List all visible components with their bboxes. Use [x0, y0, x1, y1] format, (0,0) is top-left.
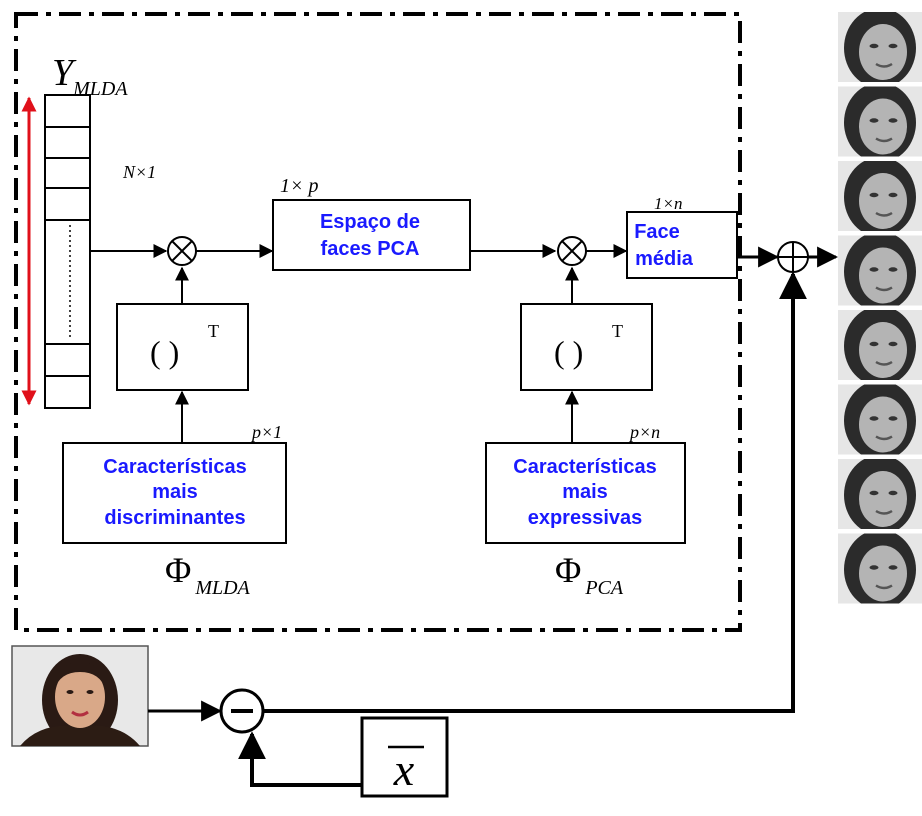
transpose-box-2	[520, 303, 653, 391]
pca-space-dim-label: 1× p	[280, 175, 319, 197]
y-mlda-label: YMLDA	[52, 52, 128, 100]
y-vector-cells	[45, 126, 90, 377]
connector-subtract-to-sum	[263, 271, 807, 713]
output-face-thumbnail	[838, 533, 922, 604]
pca-space-box	[272, 199, 471, 271]
input-face-photo	[11, 645, 149, 747]
mlda-features-line3: discriminantes	[104, 507, 245, 529]
mean-face-line1: Face	[634, 221, 680, 243]
mean-vector-symbol: x	[393, 744, 415, 795]
y-vector-dim-label: N×1	[122, 162, 156, 182]
pca-features-dim-label: p×n	[628, 422, 660, 442]
pca-features-line1: Características	[513, 456, 656, 478]
transpose-symbol-2: ( )	[554, 334, 583, 370]
pca-features-box	[485, 442, 686, 544]
output-face-thumbnail	[838, 161, 922, 231]
output-faces	[838, 12, 922, 604]
output-face-thumbnail	[838, 86, 922, 157]
multiply-node-1	[167, 236, 197, 266]
pca-features-line2: mais	[562, 481, 608, 503]
mean-face-dim-label: 1×n	[654, 194, 682, 213]
sum-node	[777, 241, 809, 273]
mean-face-box	[626, 211, 738, 279]
connector-mean-to-subtract	[238, 731, 362, 787]
mlda-features-dim-label: p×1	[250, 422, 282, 442]
mean-vector-box	[360, 716, 449, 798]
mean-face-line2: média	[635, 248, 694, 270]
output-face-thumbnail	[838, 235, 922, 306]
subtract-node	[219, 688, 265, 734]
output-face-thumbnail	[838, 459, 922, 529]
pca-space-line1: Espaço de	[320, 211, 420, 233]
transpose-symbol-1: ( )	[150, 334, 179, 370]
output-face-thumbnail	[838, 12, 922, 82]
pca-space-line2: faces PCA	[321, 238, 420, 260]
multiply-node-2	[557, 236, 587, 266]
transpose-box-1	[116, 303, 249, 391]
pca-features-line3: expressivas	[528, 507, 643, 529]
transpose-superscript-1: T	[208, 321, 219, 341]
mlda-features-box	[62, 442, 287, 544]
transpose-superscript-2: T	[612, 321, 623, 341]
dashdot-frame	[14, 12, 742, 632]
output-face-thumbnail	[838, 310, 922, 380]
y-vector-box	[44, 94, 91, 409]
output-face-thumbnail	[838, 384, 922, 455]
mlda-features-line1: Características	[103, 456, 246, 478]
mlda-features-line2: mais	[152, 481, 198, 503]
